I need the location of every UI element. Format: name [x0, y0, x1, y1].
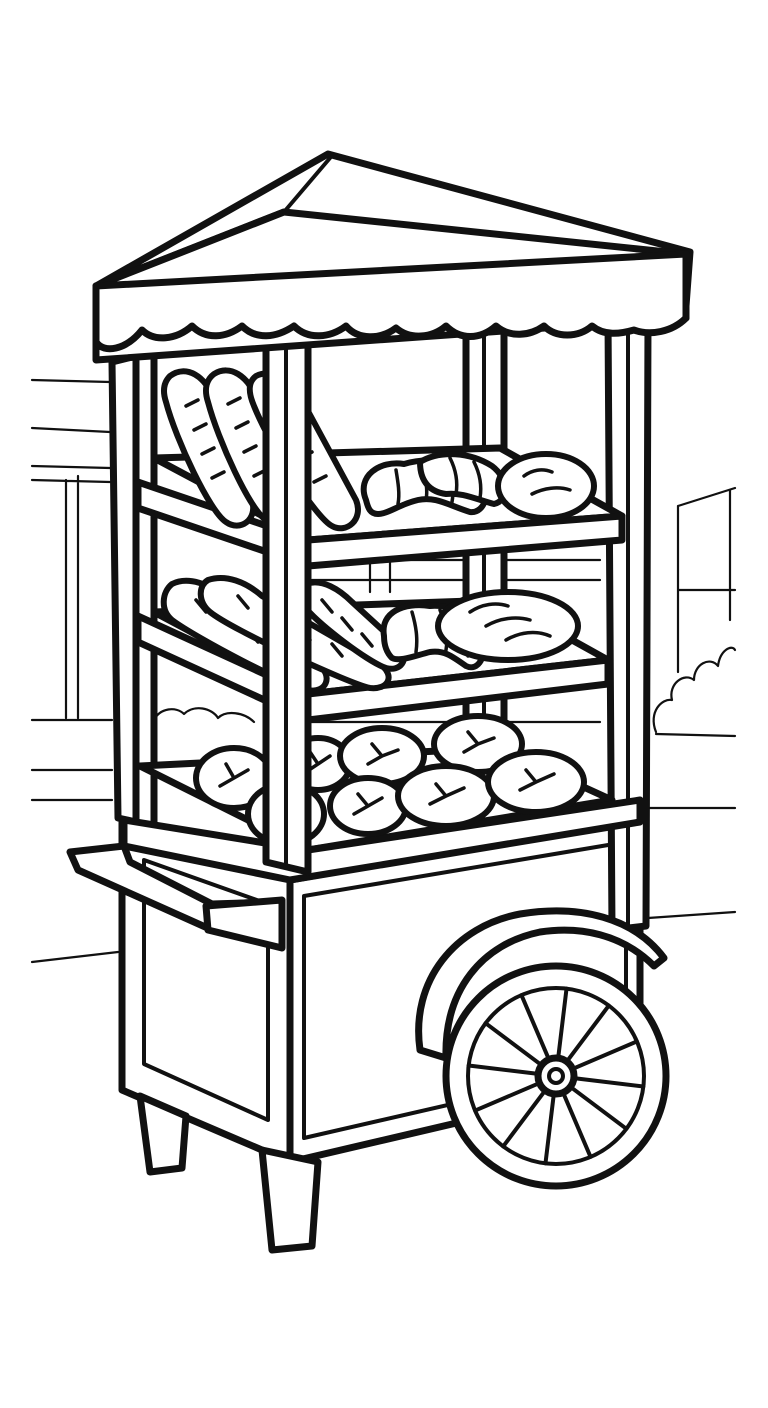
wheel-hub	[534, 1054, 578, 1098]
canopy	[92, 150, 694, 364]
wheel-rim	[466, 986, 646, 1166]
oval-loaf	[435, 589, 581, 663]
wheel-spoke	[483, 1021, 544, 1068]
side-panel-inset	[142, 858, 270, 1122]
wheel-spoke	[571, 1076, 646, 1089]
round-loaf	[495, 451, 597, 521]
wheel-spokes	[466, 986, 646, 1166]
canopy-valance	[92, 250, 690, 353]
canopy-ridge	[282, 156, 332, 214]
croissant	[417, 451, 508, 507]
wheel-spoke	[556, 986, 569, 1061]
left-ground-line	[30, 950, 120, 964]
bun	[485, 749, 587, 815]
bun	[395, 763, 497, 829]
background-street	[30, 378, 737, 964]
cart-frame	[108, 314, 652, 934]
right-bush	[652, 646, 737, 734]
handle-grip	[202, 896, 286, 952]
middle-building-outline	[310, 558, 602, 724]
front-left-post	[108, 352, 140, 826]
wheel-spoke	[568, 1084, 629, 1131]
middle-bush	[152, 707, 256, 724]
back-leg	[136, 1092, 190, 1176]
left-building-outline	[30, 378, 114, 802]
right-ground-lines	[646, 732, 737, 920]
wheel-hub-cap	[547, 1067, 565, 1085]
bun	[327, 775, 409, 837]
wheel-spoke	[543, 1091, 556, 1166]
wheel-spoke	[519, 993, 551, 1062]
wheel-assembly	[415, 907, 670, 1190]
wheel-spoke	[564, 1003, 611, 1064]
wheel-spoke	[466, 1063, 541, 1076]
front-leg	[258, 1146, 322, 1254]
wheel-spoke	[561, 1090, 593, 1159]
wheel-spoke	[570, 1039, 639, 1071]
wheel-fender	[415, 907, 668, 1062]
wheel-spoke	[473, 1081, 542, 1113]
right-building-outline	[676, 486, 737, 674]
wheel-spoke	[501, 1088, 548, 1149]
bun	[193, 745, 275, 811]
